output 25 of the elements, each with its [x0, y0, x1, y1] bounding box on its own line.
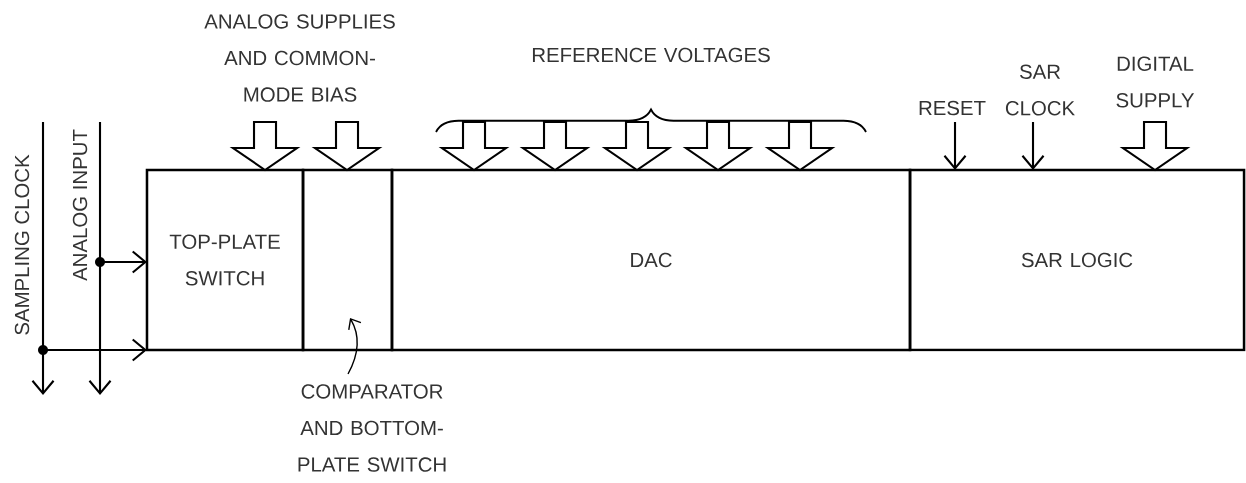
block-arrow	[229, 120, 301, 172]
block-box	[301, 168, 394, 352]
block-arrow	[519, 120, 591, 172]
signal-label: ANALOG INPUT	[72, 129, 88, 281]
block-arrow	[438, 120, 510, 172]
block-arrow	[311, 120, 383, 172]
signal-label: REFERENCE VOLTAGES	[532, 47, 770, 63]
block-arrow	[682, 120, 754, 172]
block-arrow	[764, 120, 836, 172]
block-box: TOP-PLATE SWITCH	[145, 168, 305, 352]
block-arrow	[1119, 120, 1191, 172]
arrow	[31, 122, 55, 395]
block-box: SAR LOGIC	[908, 168, 1246, 352]
signal-label: DIGITAL SUPPLY	[1116, 56, 1195, 108]
leader-line	[347, 318, 362, 375]
arrow	[88, 122, 112, 395]
block-arrow	[601, 120, 673, 172]
block-box: DAC	[390, 168, 912, 352]
arrow	[943, 122, 967, 170]
signal-label: SAMPLING CLOCK	[14, 154, 30, 335]
signal-label: SAR CLOCK	[1005, 64, 1075, 116]
signal-label: RESET	[919, 100, 986, 116]
signal-label: ANALOG SUPPLIES AND COMMON-MODE BIAS	[204, 14, 395, 102]
arrow	[1021, 122, 1045, 170]
signal-label: COMPARATOR AND BOTTOM-PLATE SWITCH	[298, 384, 446, 472]
